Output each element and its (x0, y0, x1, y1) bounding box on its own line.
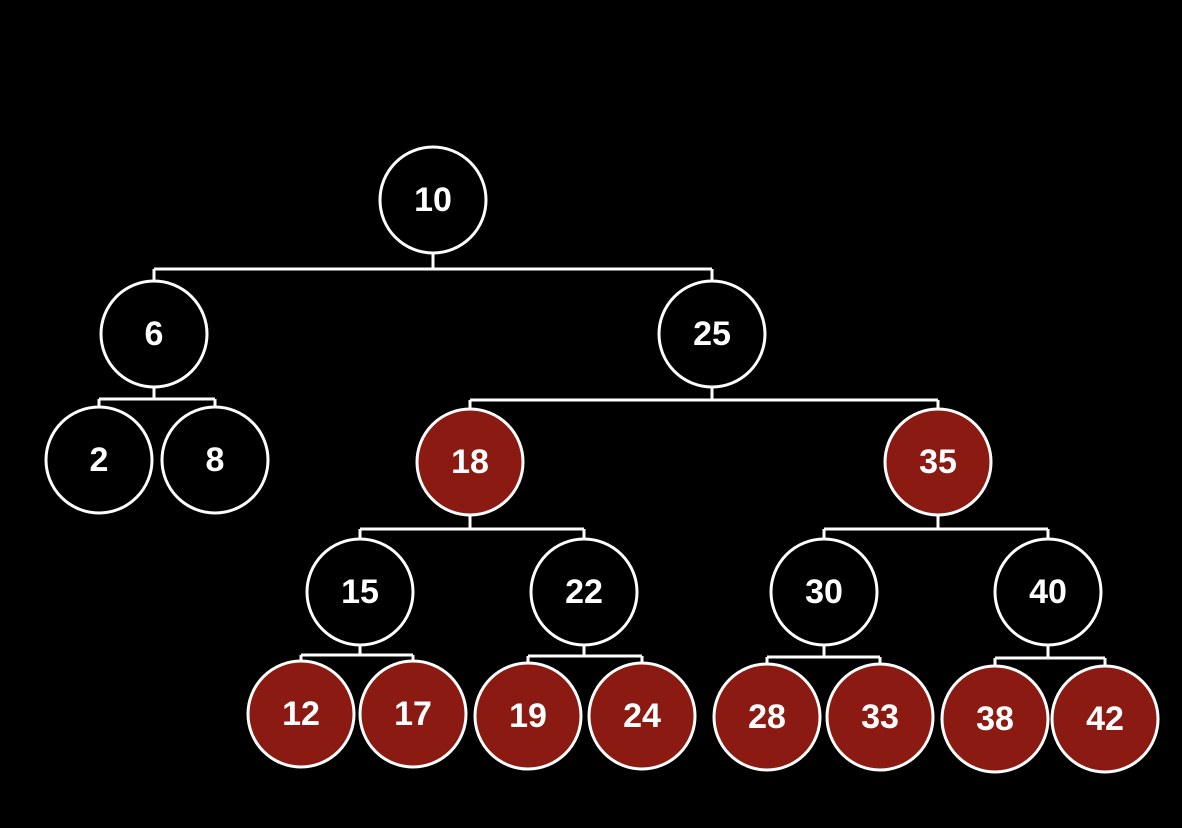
node-label: 28 (748, 698, 786, 736)
tree-node-17: 17 (358, 659, 468, 769)
black-node-circle (769, 537, 879, 647)
node-label: 35 (919, 443, 957, 481)
tree-node-30: 30 (769, 537, 879, 647)
red-node-circle (940, 664, 1050, 774)
black-node-circle (657, 279, 767, 389)
node-label: 42 (1086, 700, 1124, 738)
black-node-circle (44, 405, 154, 515)
node-label: 19 (509, 697, 547, 735)
node-label: 15 (341, 573, 379, 611)
tree-node-28: 28 (712, 662, 822, 772)
tree-node-2: 2 (44, 405, 154, 515)
node-label: 38 (976, 700, 1014, 738)
red-node-circle (473, 661, 583, 771)
node-label: 6 (145, 315, 164, 353)
node-label: 17 (394, 695, 432, 733)
red-node-circle (883, 407, 993, 517)
tree-node-15: 15 (305, 537, 415, 647)
red-node-circle (358, 659, 468, 769)
node-label: 25 (693, 315, 731, 353)
node-label: 10 (414, 181, 452, 219)
tree-node-25: 25 (657, 279, 767, 389)
node-label: 12 (282, 695, 320, 733)
tree-node-42: 42 (1050, 664, 1160, 774)
tree-node-38: 38 (940, 664, 1050, 774)
red-node-circle (246, 659, 356, 769)
tree-node-24: 24 (587, 661, 697, 771)
black-node-circle (305, 537, 415, 647)
tree-node-19: 19 (473, 661, 583, 771)
black-node-circle (99, 279, 209, 389)
black-node-circle (993, 537, 1103, 647)
node-label: 2 (90, 441, 109, 479)
red-node-circle (712, 662, 822, 772)
node-label: 18 (451, 443, 489, 481)
red-node-circle (825, 662, 935, 772)
black-node-circle (160, 405, 270, 515)
node-label: 8 (206, 441, 225, 479)
node-label: 40 (1029, 573, 1067, 611)
tree-node-40: 40 (993, 537, 1103, 647)
red-node-circle (415, 407, 525, 517)
tree-node-10: 10 (378, 145, 488, 255)
black-node-circle (378, 145, 488, 255)
tree-node-12: 12 (246, 659, 356, 769)
tree-node-6: 6 (99, 279, 209, 389)
tree-node-35: 35 (883, 407, 993, 517)
black-node-circle (529, 537, 639, 647)
tree-node-8: 8 (160, 405, 270, 515)
node-label: 33 (861, 698, 899, 736)
node-label: 24 (623, 697, 661, 735)
red-node-circle (587, 661, 697, 771)
tree-node-33: 33 (825, 662, 935, 772)
tree-node-22: 22 (529, 537, 639, 647)
tree-node-18: 18 (415, 407, 525, 517)
node-label: 22 (565, 573, 603, 611)
node-label: 30 (805, 573, 843, 611)
red-node-circle (1050, 664, 1160, 774)
